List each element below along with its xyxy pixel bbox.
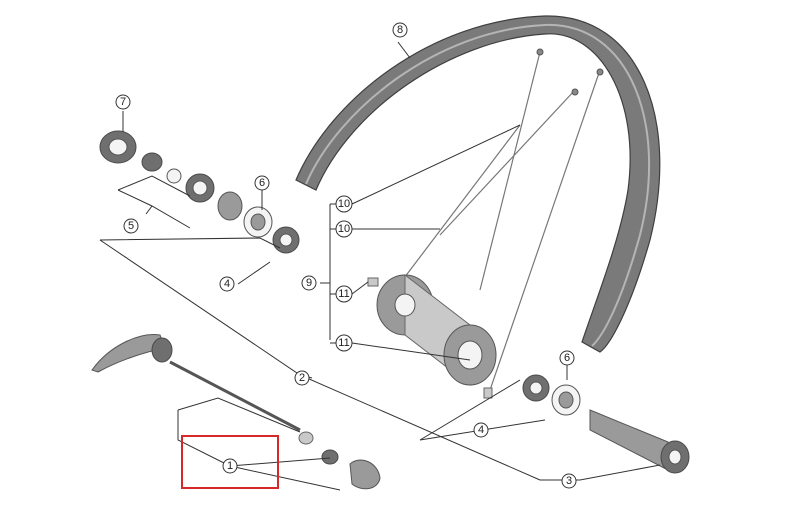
callout-c3: 3: [561, 473, 577, 489]
callout-c4a-label: 4: [224, 278, 230, 290]
callout-c10a-label: 10: [338, 198, 350, 210]
highlight-box: [181, 435, 279, 489]
quick-release-skewer: [91, 334, 381, 490]
callout-c9-label: 9: [306, 277, 312, 289]
callout-c6b-label: 6: [564, 352, 570, 364]
rim: [295, 15, 661, 353]
callout-c7: 7: [115, 94, 131, 110]
right-axle-assembly: [522, 374, 690, 474]
callout-c6b: 6: [559, 350, 575, 366]
callout-c4b: 4: [473, 422, 489, 438]
callout-c1-label: 1: [227, 460, 233, 472]
hub-body: [376, 273, 497, 387]
callout-c5: 5: [123, 218, 139, 234]
left-bearing-stack: [99, 130, 300, 254]
callout-c11b: 11: [335, 334, 353, 352]
callout-c10b: 10: [335, 220, 353, 238]
callout-c6a-label: 6: [259, 177, 265, 189]
callout-c8: 8: [392, 22, 408, 38]
spokes: [394, 48, 604, 391]
callout-c2: 2: [294, 370, 310, 386]
callout-c1: 1: [222, 458, 238, 474]
callout-c10b-label: 10: [338, 223, 350, 235]
leader-lines: [99, 41, 661, 491]
callout-c11a: 11: [335, 285, 353, 303]
callout-c8-label: 8: [397, 24, 403, 36]
callout-c11a-label: 11: [338, 288, 349, 300]
callout-c9: 9: [301, 275, 317, 291]
callout-c10a: 10: [335, 195, 353, 213]
callout-c11b-label: 11: [338, 337, 349, 349]
callout-c4b-label: 4: [478, 424, 484, 436]
callout-c3-label: 3: [566, 475, 572, 487]
callout-c7-label: 7: [120, 96, 126, 108]
callout-c2-label: 2: [299, 372, 305, 384]
callout-c4a: 4: [219, 276, 235, 292]
callout-c6a: 6: [254, 175, 270, 191]
callout-c5-label: 5: [128, 220, 134, 232]
